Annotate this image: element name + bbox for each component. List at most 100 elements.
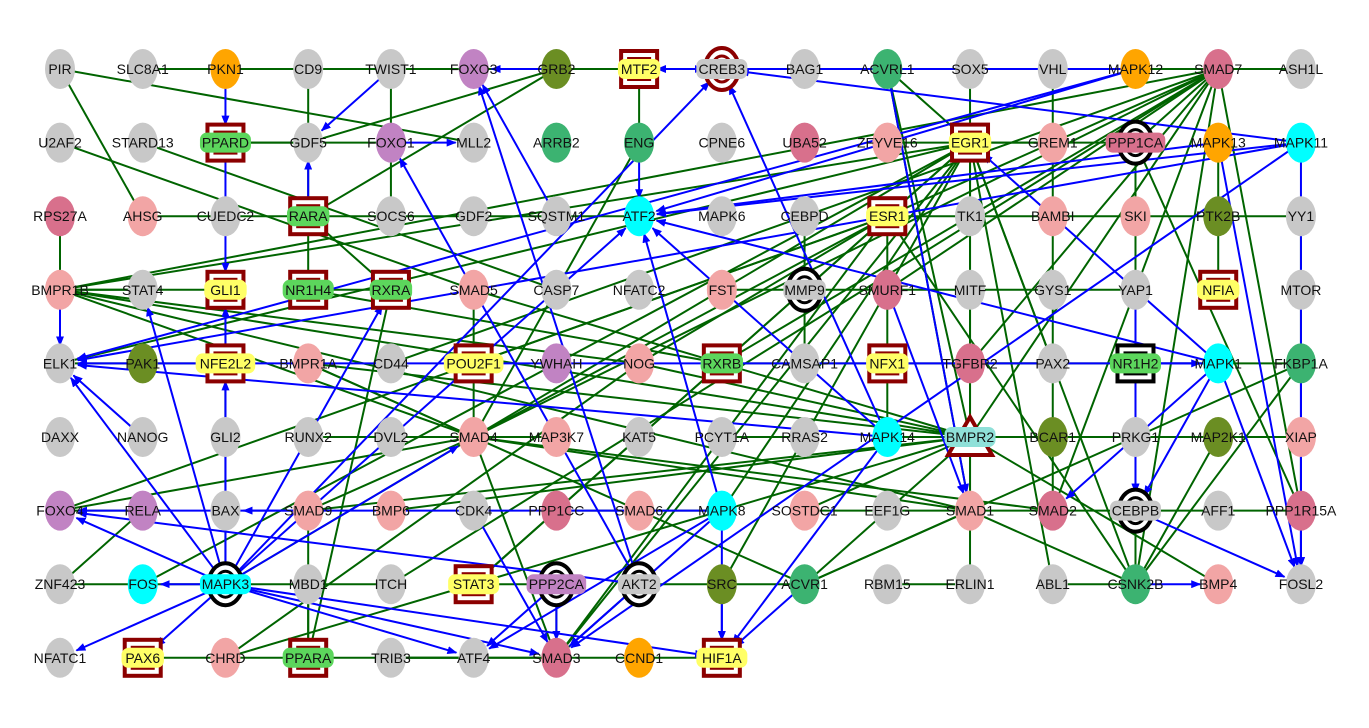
node-nr1h4[interactable]: NR1H4: [282, 269, 334, 310]
node-gdf5[interactable]: GDF5: [290, 122, 328, 163]
node-egr1[interactable]: EGR1: [948, 122, 992, 163]
node-prkg1[interactable]: PRKG1: [1112, 417, 1160, 457]
node-yy1[interactable]: YY1: [1285, 196, 1316, 237]
node-yap1[interactable]: YAP1: [1118, 269, 1153, 310]
node-pax6[interactable]: PAX6: [121, 637, 164, 678]
node-atf4[interactable]: ATF4: [457, 637, 490, 678]
node-smurf1[interactable]: SMURF1: [859, 269, 917, 310]
node-smad5[interactable]: SMAD5: [450, 269, 498, 310]
node-creb3[interactable]: CREB3: [696, 46, 748, 92]
node-map2k1[interactable]: MAP2K1: [1191, 417, 1246, 457]
node-bmpr1a[interactable]: BMPR1A: [279, 343, 338, 384]
node-uba52[interactable]: UBA52: [782, 122, 827, 163]
node-cd9[interactable]: CD9: [293, 49, 324, 89]
node-abl1[interactable]: ABL1: [1036, 564, 1070, 605]
node-cebpd[interactable]: CEBPD: [780, 196, 829, 237]
node-smad4[interactable]: SMAD4: [450, 417, 498, 457]
node-znf423[interactable]: ZNF423: [35, 564, 86, 605]
node-zfyve16[interactable]: ZFYVE16: [857, 122, 918, 163]
node-tgfbr2[interactable]: TGFBR2: [942, 343, 998, 384]
node-pak1[interactable]: PAK1: [125, 343, 160, 384]
node-mtf2[interactable]: MTF2: [617, 49, 661, 89]
node-ash1l[interactable]: ASH1L: [1279, 49, 1324, 89]
node-trib3[interactable]: TRIB3: [371, 637, 411, 678]
node-nfatc2[interactable]: NFATC2: [613, 269, 666, 310]
node-grb2[interactable]: GRB2: [537, 49, 576, 89]
node-mitf[interactable]: MITF: [954, 269, 987, 310]
node-mapk1[interactable]: MAPK1: [1194, 343, 1242, 384]
node-bmp6[interactable]: BMP6: [372, 490, 410, 531]
node-rps27a[interactable]: RPS27A: [33, 196, 88, 237]
node-kat5[interactable]: KAT5: [622, 417, 656, 457]
node-fos[interactable]: FOS: [127, 564, 158, 605]
node-rela[interactable]: RELA: [124, 490, 162, 531]
node-foxo4[interactable]: FOXO4: [36, 490, 84, 531]
node-casp7[interactable]: CASP7: [533, 269, 580, 310]
node-smad2[interactable]: SMAD2: [1029, 490, 1077, 531]
node-nfatc1[interactable]: NFATC1: [34, 637, 87, 678]
node-aff1[interactable]: AFF1: [1201, 490, 1236, 531]
node-stat4[interactable]: STAT4: [122, 269, 164, 310]
node-mapk6[interactable]: MAPK6: [698, 196, 746, 237]
node-map3k7[interactable]: MAP3K7: [529, 417, 584, 457]
node-gys1[interactable]: GYS1: [1034, 269, 1072, 310]
node-gli2[interactable]: GLI2: [210, 417, 241, 457]
node-bax[interactable]: BAX: [210, 490, 241, 531]
node-cd44[interactable]: CD44: [373, 343, 409, 384]
node-nog[interactable]: NOG: [623, 343, 655, 384]
node-cpne6[interactable]: CPNE6: [698, 122, 745, 163]
node-mapk11[interactable]: MAPK11: [1274, 122, 1328, 163]
node-rxrb[interactable]: RXRB: [700, 343, 744, 384]
node-ski[interactable]: SKI: [1120, 196, 1151, 237]
node-bmp4[interactable]: BMP4: [1199, 564, 1237, 605]
node-nfx1[interactable]: NFX1: [866, 343, 909, 384]
node-bmpr1b[interactable]: BMPR1B: [31, 269, 89, 310]
node-hif1a[interactable]: HIF1A: [696, 637, 748, 678]
node-nfe2l2[interactable]: NFE2L2: [195, 343, 256, 384]
node-cdk4[interactable]: CDK4: [455, 490, 493, 531]
node-ppara[interactable]: PPARA: [282, 637, 334, 678]
node-runx2[interactable]: RUNX2: [284, 417, 332, 457]
node-eef1g[interactable]: EEF1G: [864, 490, 910, 531]
node-mmp9[interactable]: MMP9: [783, 266, 826, 313]
node-pax2[interactable]: PAX2: [1035, 343, 1070, 384]
node-stard13[interactable]: STARD13: [112, 122, 174, 163]
node-mtor[interactable]: MTOR: [1280, 269, 1321, 310]
node-pkn1[interactable]: PKN1: [207, 49, 244, 89]
node-mapk12[interactable]: MAPK12: [1108, 49, 1163, 89]
node-mapk8[interactable]: MAPK8: [698, 490, 746, 531]
node-u2af2[interactable]: U2AF2: [38, 122, 82, 163]
node-esr1[interactable]: ESR1: [866, 196, 909, 237]
node-atf2[interactable]: ATF2: [623, 196, 656, 237]
node-chrd[interactable]: CHRD: [205, 637, 246, 678]
node-nr1h2[interactable]: NR1H2: [1109, 343, 1161, 384]
node-sostdc1[interactable]: SOSTDC1: [772, 490, 838, 531]
node-fst[interactable]: FST: [706, 269, 737, 310]
node-bmpr2[interactable]: BMPR2: [944, 413, 996, 457]
node-xiap[interactable]: XIAP: [1285, 417, 1317, 457]
node-itch[interactable]: ITCH: [375, 564, 408, 605]
node-smad6[interactable]: SMAD6: [615, 490, 663, 531]
node-nanog[interactable]: NANOG: [117, 417, 168, 457]
node-twist1[interactable]: TWIST1: [365, 49, 417, 89]
node-rbm15[interactable]: RBM15: [864, 564, 911, 605]
node-mapk13[interactable]: MAPK13: [1191, 122, 1246, 163]
node-camsap1[interactable]: CAMSAP1: [771, 343, 838, 384]
node-daxx[interactable]: DAXX: [41, 417, 80, 457]
node-ptk2b[interactable]: PTK2B: [1196, 196, 1240, 237]
node-ppard[interactable]: PPARD: [199, 122, 251, 163]
node-foxo1[interactable]: FOXO1: [367, 122, 415, 163]
node-smad7[interactable]: SMAD7: [1194, 49, 1243, 89]
node-cebpb[interactable]: CEBPB: [1109, 487, 1161, 534]
node-tk1[interactable]: TK1: [955, 196, 986, 237]
node-dvl2[interactable]: DVL2: [373, 417, 409, 457]
node-gdf2[interactable]: GDF2: [455, 196, 493, 237]
node-arrb2[interactable]: ARRB2: [533, 122, 580, 163]
node-mapk14[interactable]: MAPK14: [860, 417, 915, 457]
node-fosl2[interactable]: FOSL2: [1279, 564, 1324, 605]
node-acvr1[interactable]: ACVR1: [781, 564, 828, 605]
node-smad1[interactable]: SMAD1: [946, 490, 994, 531]
node-mapk3[interactable]: MAPK3: [199, 561, 251, 608]
node-smad9[interactable]: SMAD9: [284, 490, 333, 531]
node-rara[interactable]: RARA: [286, 196, 330, 237]
